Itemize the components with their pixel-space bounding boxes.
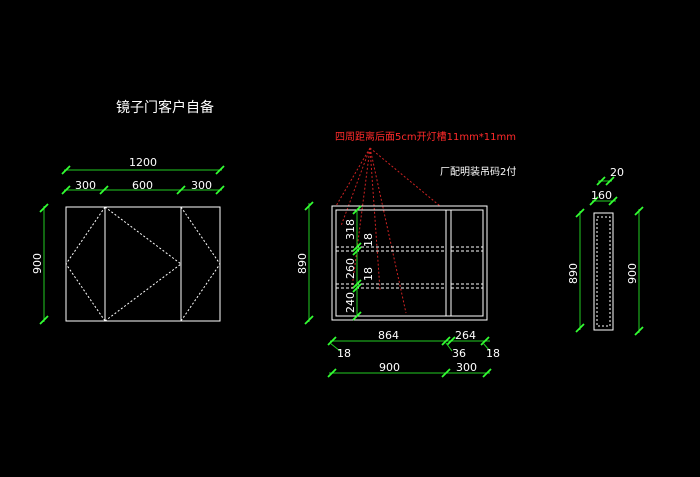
- shelf-thick-2-label: 18: [362, 267, 375, 281]
- side-section-inner: [596, 216, 611, 327]
- left-height-label: 900: [31, 253, 44, 274]
- side-depth-dimension: 160: [589, 189, 618, 206]
- center-height-dimension: 890: [296, 201, 314, 325]
- shelf-2-label: 260: [344, 258, 357, 279]
- light-slot-annotation: 四周距离后面5cm开灯槽11mm*11mm: [335, 130, 516, 143]
- cabinet-body: [331, 205, 488, 321]
- side-width-label: 264: [455, 329, 476, 342]
- hardware-note: 厂配明装吊码2付: [440, 165, 516, 178]
- center-view: 四周距离后面5cm开灯槽11mm*11mm 厂配明装吊码2付: [296, 130, 516, 378]
- center-width-label: 600: [132, 179, 153, 192]
- side-inner-height-dimension: 890: [567, 208, 585, 333]
- side-top-thickness-dimension: 20: [596, 166, 624, 186]
- overall-width-dimension: 1200: [61, 156, 225, 175]
- cabinet-shelves: [336, 246, 483, 289]
- left-view-title: 镜子门客户自备: [116, 99, 214, 116]
- depth-label: 160: [591, 189, 612, 202]
- side-inner-height-label: 890: [567, 263, 580, 284]
- side-view: 20 160 890 900: [567, 166, 644, 336]
- mirror-cabinet-front: [65, 206, 221, 322]
- divider-label: 36: [452, 347, 466, 360]
- top-thickness-label: 20: [610, 166, 624, 179]
- sub-width-dimensions: 300 600 300: [61, 179, 225, 195]
- shelf-3-label: 240: [344, 292, 357, 313]
- right-panel-label: 18: [486, 347, 500, 360]
- main-width-label: 864: [378, 329, 399, 342]
- right-door-width-label: 300: [191, 179, 212, 192]
- side-overall-label: 300: [456, 361, 477, 374]
- shelf-thick-1-label: 18: [362, 233, 375, 247]
- main-overall-label: 900: [379, 361, 400, 374]
- side-outer-height-dimension: 900: [626, 206, 644, 336]
- side-section-outline: [593, 212, 614, 331]
- center-height-label: 890: [296, 253, 309, 274]
- left-height-dimension: 900: [31, 203, 49, 325]
- side-outer-height-label: 900: [626, 263, 639, 284]
- left-panel-label: 18: [337, 347, 351, 360]
- shelf-spacing-dimensions: 318 18 260 18 240: [344, 205, 375, 321]
- left-view: 镜子门客户自备 1200 300 600 300 900: [31, 99, 225, 325]
- door-swing-lines: [65, 206, 221, 322]
- center-width-dimensions: 864 264 18 36 18: [327, 329, 500, 360]
- center-overall-width-dimensions: 900 300: [327, 361, 492, 378]
- overall-width-label: 1200: [129, 156, 157, 169]
- annotation-leader-lines: [335, 147, 441, 314]
- left-door-width-label: 300: [75, 179, 96, 192]
- shelf-1-label: 318: [344, 219, 357, 240]
